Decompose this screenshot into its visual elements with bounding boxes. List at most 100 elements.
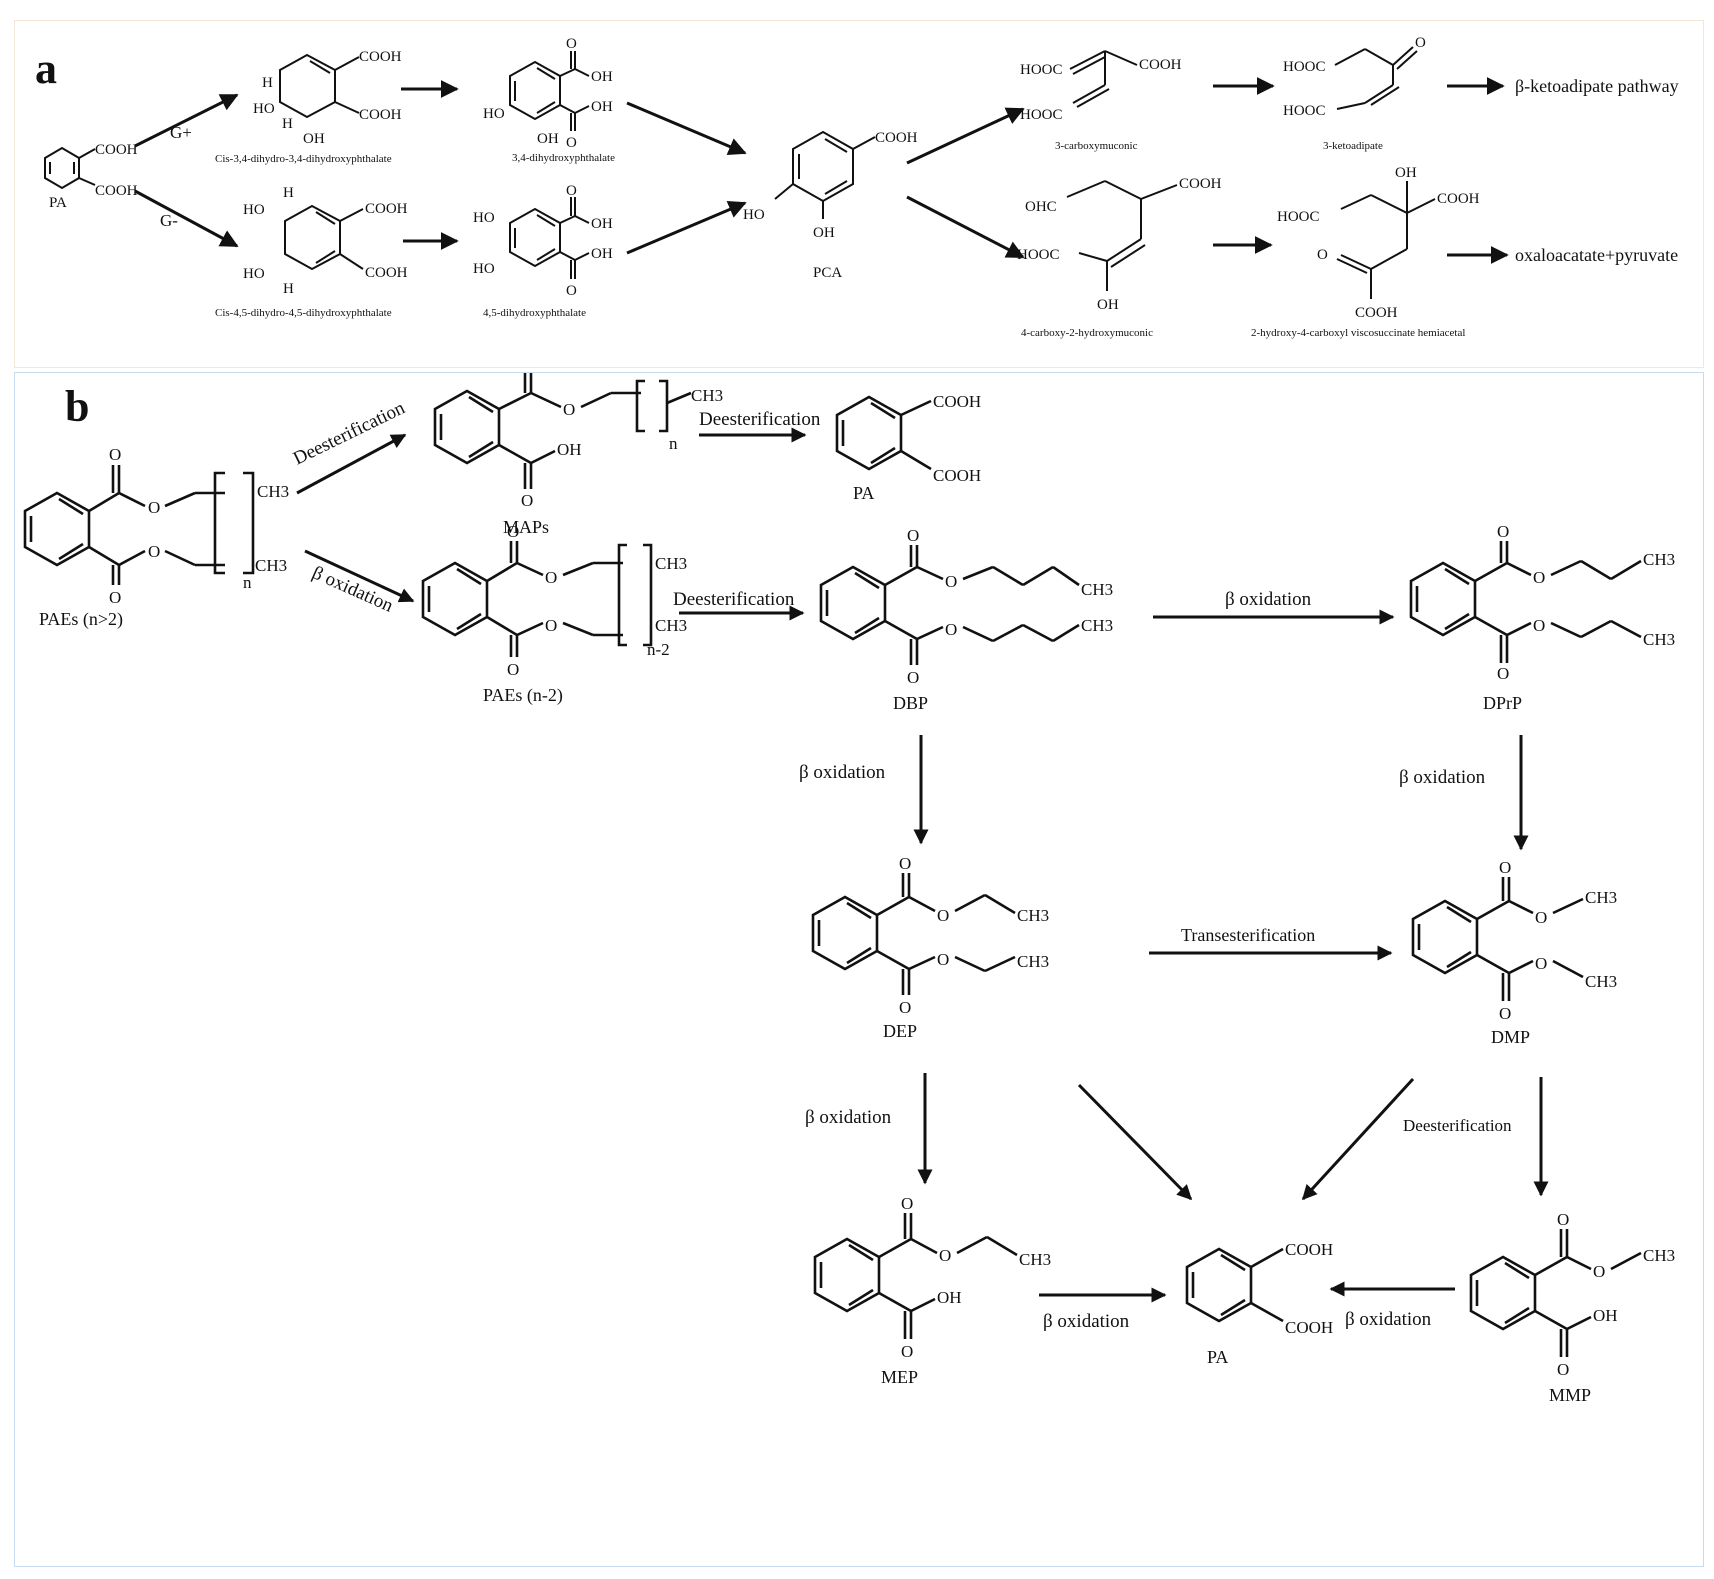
dhp45-oh-bottom: OH — [591, 246, 613, 262]
carboxymuconic-hooc-top: HOOC — [1020, 62, 1063, 78]
chm-oh: OH — [1097, 297, 1119, 313]
hcvh-oh: OH — [1395, 165, 1417, 181]
reaction-deesterification-2: Deesterification — [699, 409, 821, 430]
panel-b-label: b — [65, 382, 89, 431]
maps-structure: O CH3 n OH O MAPs — [433, 373, 723, 537]
cis34-cooh-top: COOH — [359, 49, 402, 65]
pa-label: PA — [49, 195, 67, 211]
pa-top-structure: COOH COOH PA — [835, 392, 981, 503]
mmp-o-bottom: O — [1557, 1360, 1569, 1379]
cis34-structure: COOH COOH H HO H OH Cis-3,4-dihydro-3,4-… — [215, 49, 402, 165]
dmp-o-ester-top: O — [1535, 908, 1547, 927]
ketoadipate-hooc-top: HOOC — [1283, 59, 1326, 75]
arrow-paes-to-maps — [296, 433, 407, 495]
paes-nm2-n2: n-2 — [647, 640, 670, 659]
dep-label: DEP — [883, 1021, 917, 1041]
dmp-o-bottom: O — [1499, 1004, 1511, 1023]
paes-n2-o-ester-top: O — [148, 498, 160, 517]
dhp34-name: 3,4-dihydroxyphthalate — [512, 152, 615, 164]
paes-n2-n: n — [243, 573, 252, 592]
paes-n2-ch3-bottom: CH3 — [255, 556, 287, 575]
arrow-dep-to-pa — [1077, 1083, 1193, 1201]
dmp-o-ester-bottom: O — [1535, 954, 1547, 973]
dbp-o-ester-top: O — [945, 572, 957, 591]
mep-o-top: O — [901, 1194, 913, 1213]
dprp-o-top: O — [1497, 522, 1509, 541]
cis45-cooh-bottom: COOH — [365, 265, 408, 281]
cis45-ho-top: HO — [243, 202, 265, 218]
reaction-beta-oxidation-2: β oxidation — [1225, 589, 1312, 610]
product-ketoadipate-pathway: β-ketoadipate pathway — [1515, 76, 1679, 96]
dmp-o-top: O — [1499, 858, 1511, 877]
cis45-structure: COOH COOH HO H HO H Cis-4,5-dihydro-4,5-… — [215, 185, 408, 319]
chm-ohc: OHC — [1025, 199, 1057, 215]
pca-label: PCA — [813, 265, 842, 281]
pca-cooh: COOH — [875, 130, 918, 146]
mmp-oh: OH — [1593, 1306, 1618, 1325]
maps-n: n — [669, 434, 678, 453]
mep-structure: O O CH3 OH O MEP — [813, 1194, 1051, 1387]
carboxymuconic-name: 3-carboxymuconic — [1055, 140, 1138, 152]
dbp-ch3-bottom: CH3 — [1081, 616, 1113, 635]
chm-cooh: COOH — [1179, 176, 1222, 192]
cis34-ho: HO — [253, 101, 275, 117]
dmp-ch3-bottom: CH3 — [1585, 972, 1617, 991]
dprp-o-bottom: O — [1497, 664, 1509, 683]
paes-nm2-o-ester-bottom: O — [545, 616, 557, 635]
paes-nm2-o-top: O — [507, 522, 519, 541]
paes-nm2-o-bottom: O — [507, 660, 519, 679]
reaction-beta-oxidation-3: β oxidation — [799, 762, 886, 783]
carboxymuconic-hooc-bottom: HOOC — [1020, 107, 1063, 123]
dbp-o-bottom: O — [907, 668, 919, 687]
pa-cooh-bottom: COOH — [95, 183, 138, 199]
dhp34-oh: OH — [537, 131, 559, 147]
dhp34-oh-bottom: OH — [591, 99, 613, 115]
pa-top-cooh-bottom: COOH — [933, 466, 981, 485]
reaction-deesterification-4: Deesterification — [1403, 1116, 1512, 1135]
dep-o-ester-bottom: O — [937, 950, 949, 969]
reaction-deesterification-1: Deesterification — [290, 397, 409, 469]
cis34-h-bottom: H — [282, 116, 293, 132]
reaction-deesterification-3: Deesterification — [673, 589, 795, 610]
dhp45-structure: O OH OH O HO HO 4,5-dihydroxyphthalate — [473, 183, 613, 319]
dprp-o-ester-top: O — [1533, 568, 1545, 587]
cis34-cooh-bottom: COOH — [359, 107, 402, 123]
paes-nm2-o-ester-top: O — [545, 568, 557, 587]
paes-n2-label: PAEs (n>2) — [39, 609, 123, 630]
reaction-beta-oxidation-6: β oxidation — [1043, 1311, 1130, 1332]
dbp-o-top: O — [907, 526, 919, 545]
pa-top-label: PA — [853, 483, 874, 503]
pa-bottom-cooh-top: COOH — [1285, 1240, 1333, 1259]
panel-a-label: a — [35, 44, 57, 93]
dprp-ch3-top: CH3 — [1643, 550, 1675, 569]
dprp-o-ester-bottom: O — [1533, 616, 1545, 635]
panel-a-phthalate-degradation: a COOH COOH PA G+ G- COOH COOH H HO H OH… — [14, 20, 1704, 368]
pca-ho: HO — [743, 207, 765, 223]
paes-nm2-label: PAEs (n-2) — [483, 685, 563, 706]
arrow-pca-to-carboxymuconic — [906, 107, 1025, 165]
paes-nm2-structure: O O O O CH3 CH3 n-2 PAEs (n-2) — [421, 522, 687, 706]
maps-oh: OH — [557, 440, 582, 459]
mmp-o-ester: O — [1593, 1262, 1605, 1281]
dep-o-top: O — [899, 854, 911, 873]
dep-o-ester-top: O — [937, 906, 949, 925]
panel-b-diagram: b O O O O CH3 n CH3 PAEs (n>2) Deesterif… — [23, 373, 1675, 1405]
reaction-beta-oxidation-4: β oxidation — [1399, 767, 1486, 788]
arrow-dhp34-to-pca — [626, 101, 747, 155]
hcvh-o: O — [1317, 247, 1328, 263]
paes-n2-o-ester-bottom: O — [148, 542, 160, 561]
pca-oh: OH — [813, 225, 835, 241]
arrow-dhp45-to-pca — [626, 201, 747, 255]
dhp34-o-bottom: O — [566, 135, 577, 151]
dbp-structure: O O O O CH3 CH3 DBP — [819, 526, 1113, 713]
maps-ch3: CH3 — [691, 386, 723, 405]
paes-n2-o-bottom: O — [109, 588, 121, 607]
dmp-structure: O O O O CH3 CH3 DMP — [1411, 858, 1617, 1047]
cis45-h-bottom: H — [283, 281, 294, 297]
panel-b-pae-degradation: b O O O O CH3 n CH3 PAEs (n>2) Deesterif… — [14, 372, 1704, 1567]
dhp34-o-top: O — [566, 36, 577, 52]
arrow-dmp-to-pa — [1301, 1077, 1415, 1201]
dbp-label: DBP — [893, 693, 928, 713]
arrow-paes-to-paes-nm2 — [304, 549, 415, 603]
condition-gplus: G+ — [170, 123, 192, 142]
